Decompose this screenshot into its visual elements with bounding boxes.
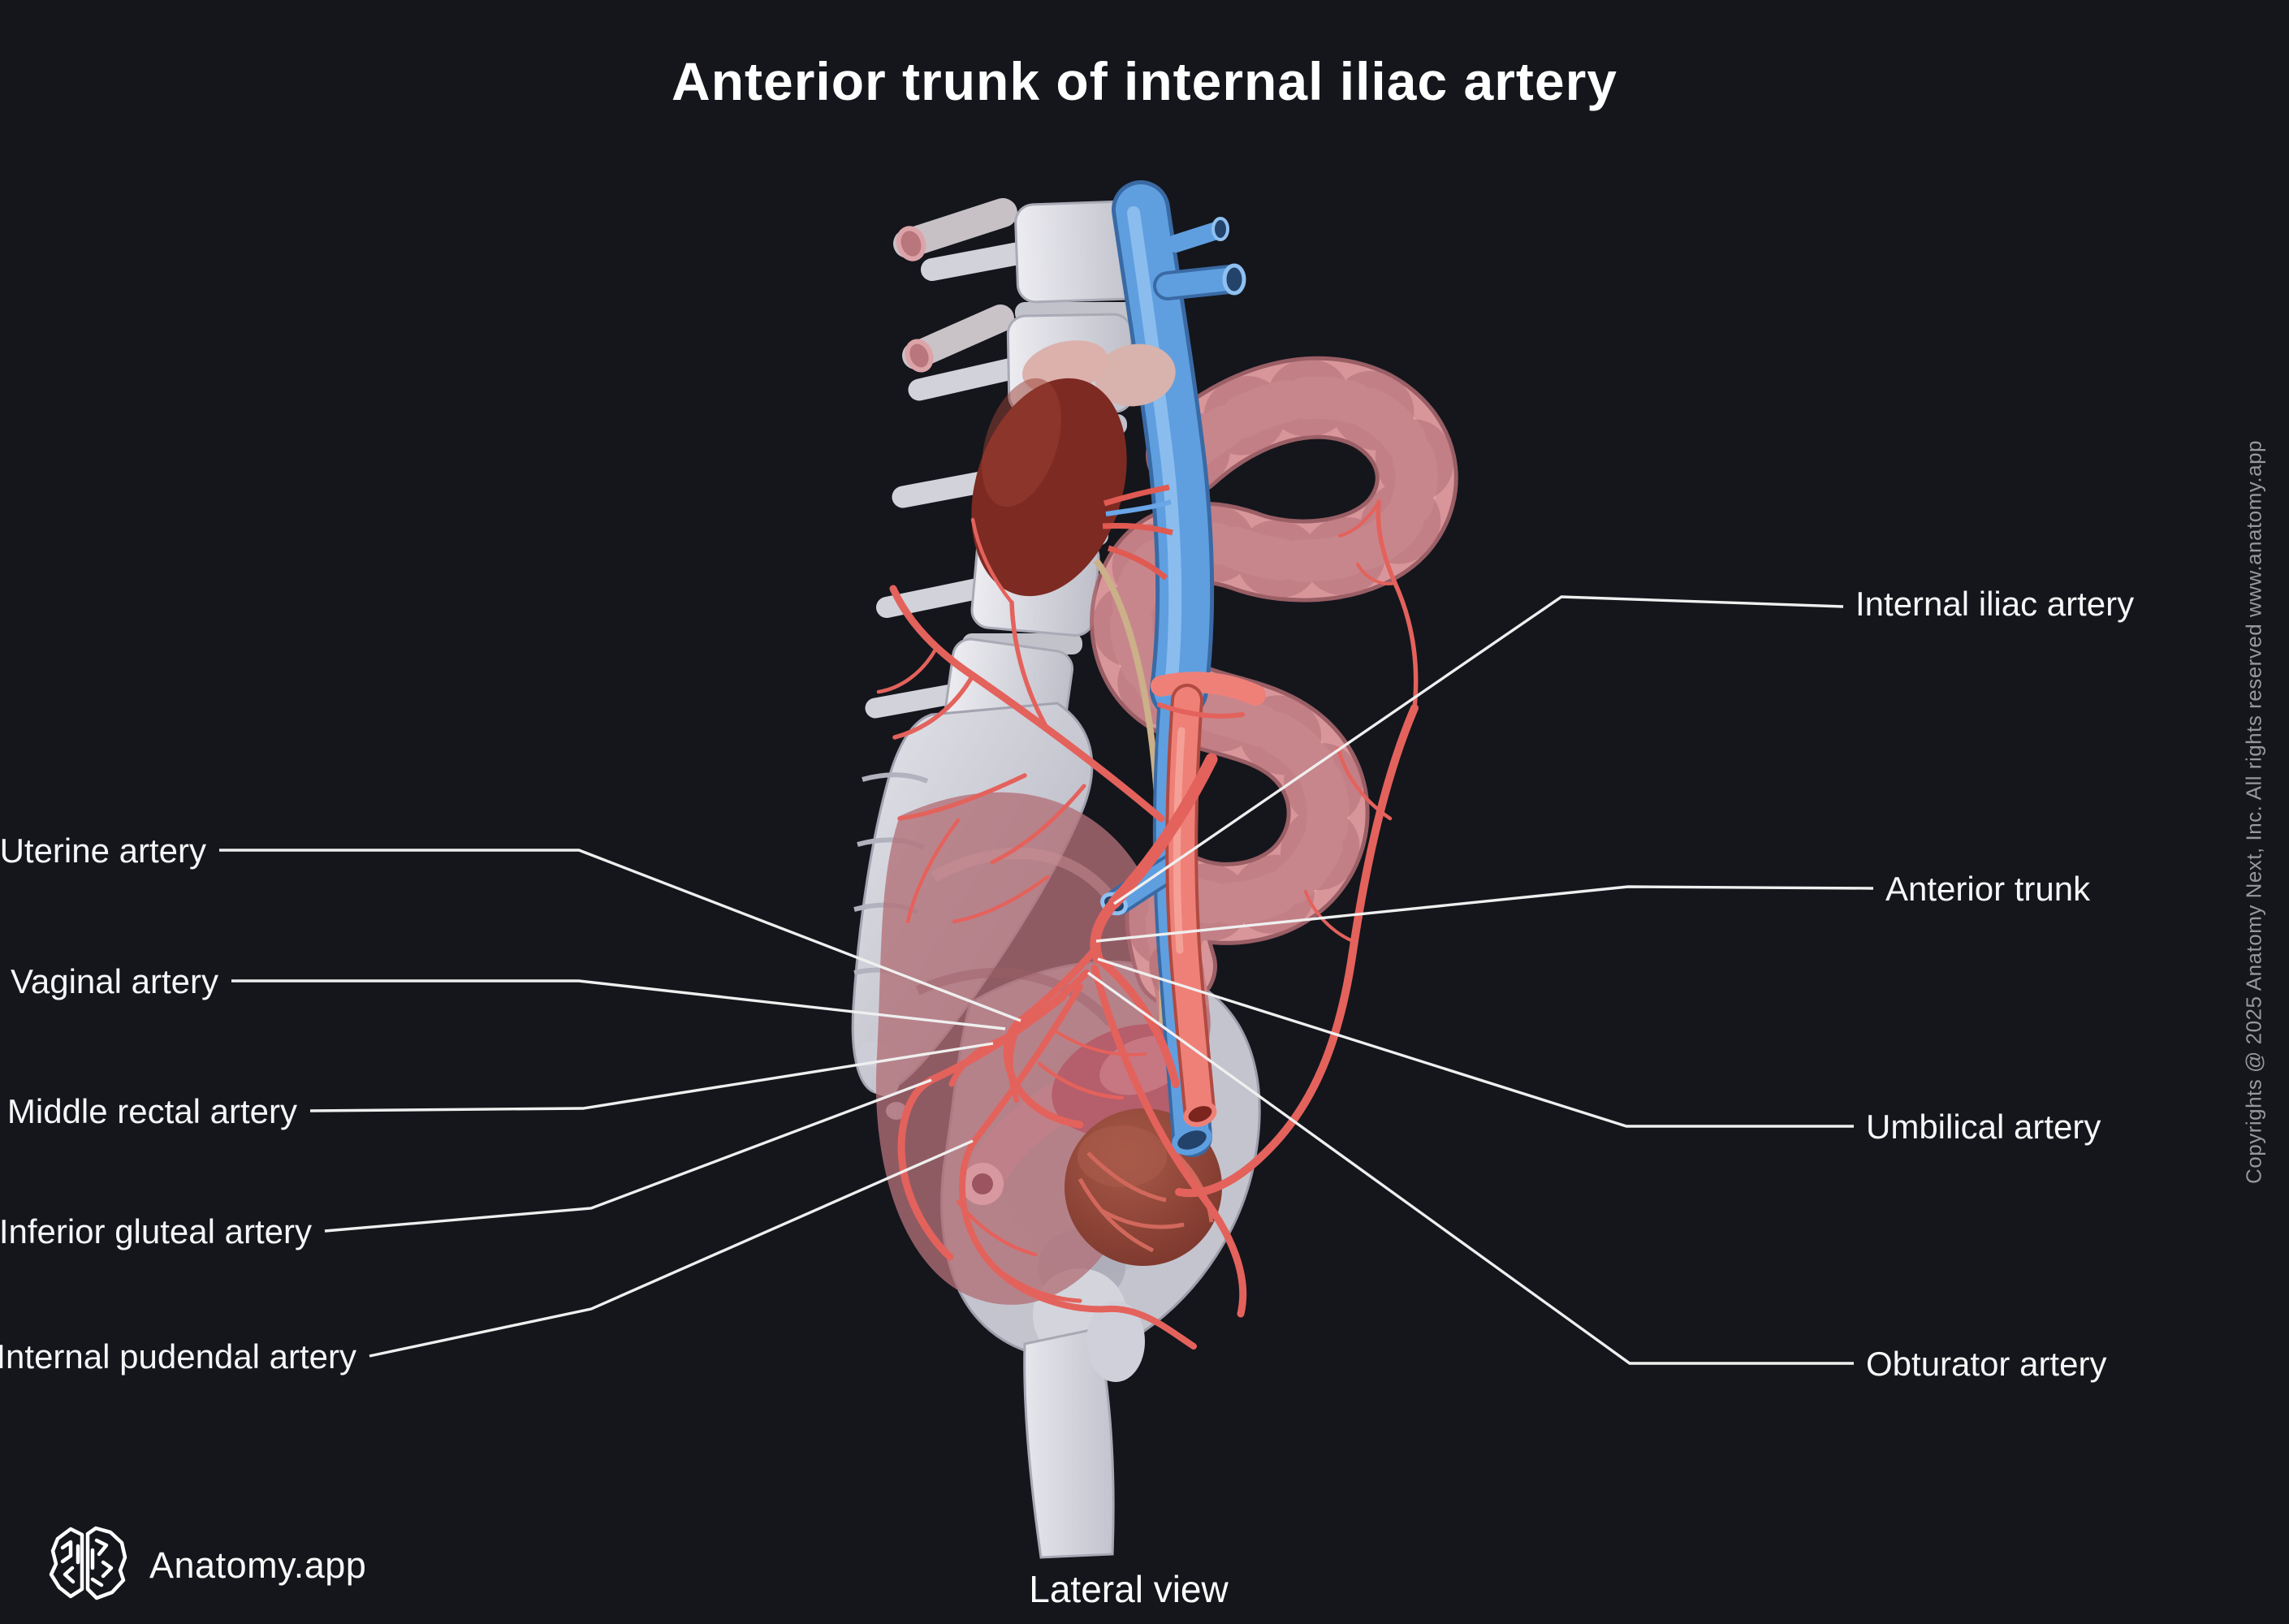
- view-caption: Lateral view: [1029, 1568, 1229, 1610]
- leader-line-anterior-trunk: [1095, 885, 1874, 943]
- label-internal-pudendal-artery: Internal pudendal artery: [0, 1337, 356, 1376]
- page-title: Anterior trunk of internal iliac artery: [672, 51, 1617, 111]
- label-middle-rectal-artery: Middle rectal artery: [6, 1092, 297, 1130]
- leader-line-uterine-artery: [219, 849, 1021, 1022]
- leader-lines: [219, 595, 1874, 1365]
- label-vaginal-artery: Vaginal artery: [10, 962, 218, 1000]
- label-internal-iliac-artery: Internal iliac artery: [1855, 585, 2135, 623]
- leader-line-internal-pudendal-artery: [369, 1139, 974, 1358]
- label-umbilical-artery: Umbilical artery: [1866, 1108, 2101, 1146]
- leader-line-internal-iliac-artery: [1113, 595, 1844, 905]
- leader-line-obturator-artery: [1087, 971, 1854, 1365]
- leader-line-umbilical-artery: [1097, 957, 1854, 1128]
- label-anterior-trunk: Anterior trunk: [1885, 870, 2091, 908]
- label-uterine-artery: Uterine artery: [0, 831, 206, 870]
- leader-line-vaginal-artery: [231, 979, 1006, 1030]
- brain-logo-icon: [45, 1523, 133, 1609]
- femur-bone: [1023, 1301, 1145, 1559]
- colon: [1090, 356, 1458, 1183]
- leader-line-middle-rectal-artery: [309, 1042, 994, 1112]
- brand-name: Anatomy.app: [149, 1544, 367, 1586]
- leader-line-inferior-gluteal-artery: [324, 1078, 932, 1233]
- artery-network: [876, 499, 1419, 1350]
- label-obturator-artery: Obturator artery: [1866, 1345, 2107, 1383]
- iliac-artery: [1151, 672, 1266, 1127]
- label-inferior-gluteal-artery: Inferior gluteal artery: [0, 1212, 312, 1250]
- copyright-text: Copyrights @ 2025 Anatomy Next, Inc. All…: [2241, 440, 2266, 1184]
- kidney: [971, 340, 1176, 597]
